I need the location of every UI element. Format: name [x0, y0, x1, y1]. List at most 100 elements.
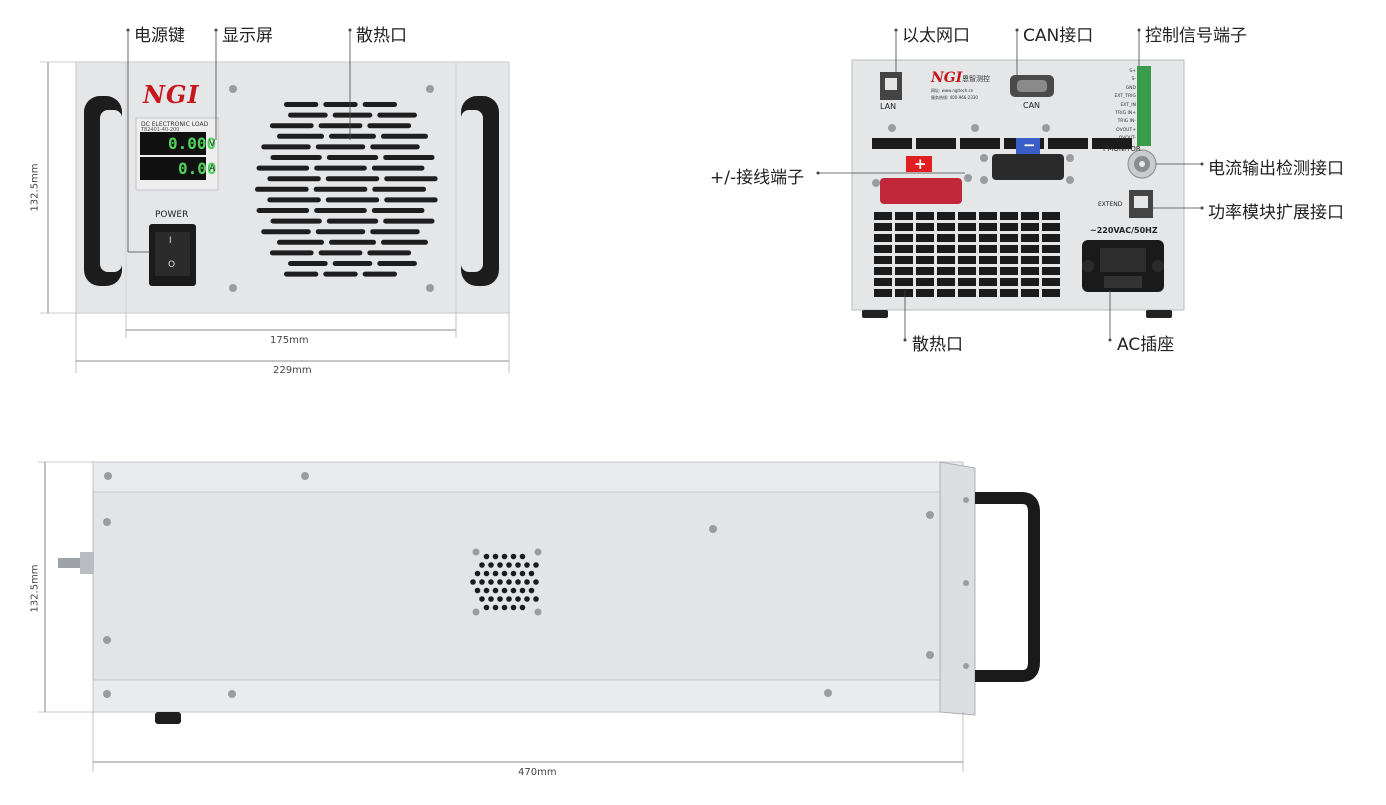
voltage-readout: 0.000 — [168, 134, 217, 153]
vent-block — [979, 278, 997, 286]
vent-block — [979, 223, 997, 231]
vent-slot — [329, 239, 376, 245]
fan-hole — [506, 596, 512, 602]
rear-brand-sub: 恩智测控 — [962, 75, 990, 83]
vent-slot — [380, 133, 428, 139]
callout-ethernet: 以太网口 — [902, 26, 970, 46]
vent-block — [895, 278, 913, 286]
vent-block — [1042, 212, 1060, 220]
fan-hole — [488, 579, 494, 585]
vent-slot — [318, 250, 363, 256]
vent-slot — [315, 229, 366, 235]
vent-block — [1021, 278, 1039, 286]
fan-hole — [501, 553, 508, 560]
fan-hole — [479, 596, 485, 602]
fan-hole — [524, 562, 530, 568]
vent-slot — [261, 144, 311, 150]
power-label: POWER — [155, 210, 189, 220]
callout-current-monitor: 电流输出检测接口 — [1208, 159, 1344, 179]
vent-slot — [256, 208, 310, 213]
current-readout: 0.00 — [178, 159, 217, 178]
callout-front-vent: 散热口 — [356, 26, 407, 46]
vent-block — [895, 234, 913, 242]
vent-slot — [267, 197, 321, 203]
vent-slot — [270, 218, 322, 224]
vent-slot — [261, 229, 311, 235]
vent-block — [979, 245, 997, 253]
vent-slot — [323, 271, 358, 277]
vent-block — [960, 138, 1000, 149]
vent-block — [958, 245, 976, 253]
vent-slot — [314, 208, 367, 213]
vent-block — [872, 138, 912, 149]
vent-block — [916, 267, 934, 275]
front-vent-grille — [255, 102, 438, 277]
vent-block — [958, 212, 976, 220]
monitor-label: I MONITOR — [1103, 145, 1141, 153]
fan-hole — [510, 553, 517, 560]
terminal-pin-label: TRIG IN+ — [1115, 111, 1136, 117]
vent-block — [1042, 289, 1060, 297]
vent-block — [1021, 234, 1039, 242]
vent-slot — [269, 250, 314, 256]
vent-block — [958, 289, 976, 297]
vent-block — [1000, 289, 1018, 297]
switch-on-mark: I — [169, 236, 172, 246]
minus-label: − — [1023, 136, 1036, 154]
vent-block — [874, 212, 892, 220]
vent-block — [1048, 138, 1088, 149]
vent-block — [1000, 278, 1018, 286]
vent-block — [874, 245, 892, 253]
fan-hole — [506, 562, 512, 568]
vent-slot — [288, 261, 328, 266]
minus-terminal[interactable] — [992, 154, 1064, 180]
meter-model: T82401-40-200 — [141, 127, 180, 133]
lan-port[interactable] — [880, 72, 902, 100]
monitor-bnc[interactable] — [1128, 150, 1156, 178]
vent-block — [1042, 267, 1060, 275]
fan-hole — [515, 579, 521, 585]
vent-block — [937, 278, 955, 286]
vent-slot — [367, 250, 412, 256]
fan-hole — [479, 562, 485, 568]
front-inner-width-dimension: 175mm — [270, 335, 309, 346]
vent-block — [958, 278, 976, 286]
vent-block — [895, 212, 913, 220]
front-height-dimension: 132.5mm — [29, 163, 41, 212]
terminal-pin-label: GND — [1125, 85, 1136, 91]
vent-block — [937, 256, 955, 264]
fan-hole — [483, 553, 490, 560]
vent-slot — [313, 186, 368, 192]
rear-phone-line: 服务热线: 400-966-2330 — [931, 95, 978, 100]
terminal-pin-label: OVOUT+ — [1116, 127, 1136, 133]
extend-port[interactable] — [1129, 190, 1153, 218]
callout-control-terminals: 控制信号端子 — [1145, 26, 1247, 46]
vent-slot — [269, 123, 314, 129]
vent-slot — [325, 197, 380, 203]
current-unit: A — [209, 164, 216, 174]
vent-block — [916, 245, 934, 253]
fan-hole — [483, 604, 490, 611]
plus-terminal[interactable] — [880, 178, 962, 204]
vent-slot — [384, 176, 438, 182]
fan-hole — [510, 570, 517, 577]
ac-socket[interactable] — [1082, 240, 1164, 292]
vent-block — [937, 234, 955, 242]
fan-hole — [497, 596, 503, 602]
vent-slot — [326, 155, 379, 160]
vent-block — [979, 267, 997, 275]
vent-block — [937, 245, 955, 253]
power-switch[interactable]: I O — [155, 232, 190, 276]
vent-block — [916, 212, 934, 220]
vent-block — [1042, 256, 1060, 264]
vent-slot — [325, 176, 380, 182]
vent-block — [1021, 245, 1039, 253]
terminal-pin-label: EXT_IN — [1120, 102, 1136, 108]
meter-title: DC ELECTRONIC LOAD — [141, 121, 209, 128]
vent-block — [1042, 278, 1060, 286]
can-port[interactable] — [1010, 75, 1054, 97]
terminal-pin-label: S+ — [1129, 69, 1136, 74]
fan-hole — [519, 604, 526, 611]
vent-slot — [383, 155, 435, 160]
vent-slot — [277, 239, 325, 245]
